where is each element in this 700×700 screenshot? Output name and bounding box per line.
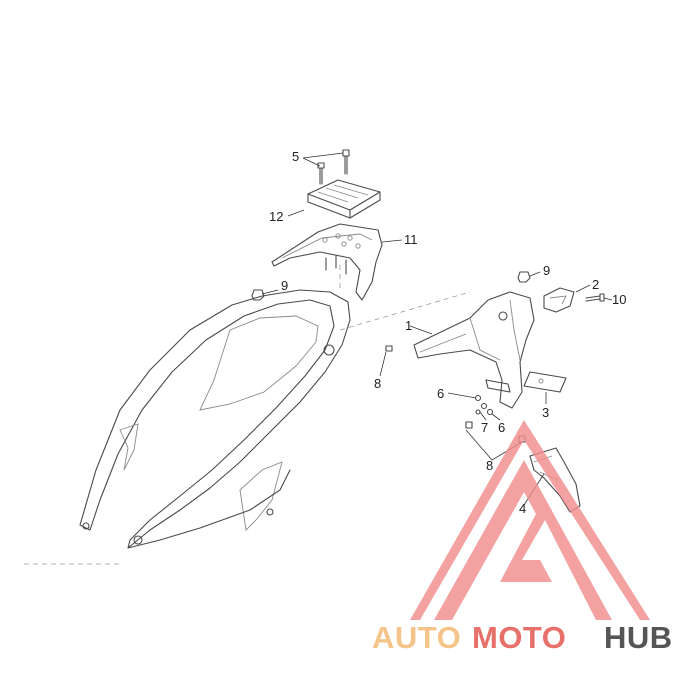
part-5-screws	[317, 149, 350, 185]
callout-6-right: 6	[498, 420, 505, 435]
part-3-reflector	[523, 371, 567, 393]
watermark-logo: AUTO MOTO HUB	[372, 420, 673, 655]
part-1-license-bracket	[413, 291, 535, 409]
part-8-screw-left	[385, 345, 393, 352]
callout-10: 10	[612, 292, 626, 307]
watermark-text-moto: MOTO	[472, 620, 566, 655]
callout-11: 11	[404, 232, 418, 247]
callout-6-left: 6	[437, 386, 444, 401]
leader-lines	[261, 152, 613, 506]
watermark-triangle-icon	[434, 460, 612, 620]
assembly-line-body-bracket	[339, 291, 471, 331]
watermark-text-auto: AUTO	[372, 620, 461, 655]
callout-2: 2	[592, 277, 599, 292]
callout-8-left: 8	[374, 376, 381, 391]
watermark-text-hub: HUB	[604, 620, 673, 655]
part-9-nut-left	[251, 289, 265, 301]
callout-4: 4	[519, 501, 526, 516]
part-2-license-light	[543, 287, 575, 313]
callout-9-right: 9	[543, 263, 550, 278]
part-12-rack-pad	[307, 179, 381, 219]
callout-1: 1	[405, 318, 412, 333]
rear-body-cover	[24, 289, 351, 565]
callout-7: 7	[481, 420, 488, 435]
callout-12: 12	[269, 209, 283, 224]
part-9-nut-right	[517, 271, 531, 283]
part-10-screw	[585, 293, 605, 302]
callout-3: 3	[542, 405, 549, 420]
part-11-rear-rack	[271, 223, 383, 301]
callout-9-left: 9	[281, 278, 288, 293]
part-6-7-fasteners	[474, 394, 494, 416]
callout-5: 5	[292, 149, 299, 164]
callout-8-bottom: 8	[486, 458, 493, 473]
